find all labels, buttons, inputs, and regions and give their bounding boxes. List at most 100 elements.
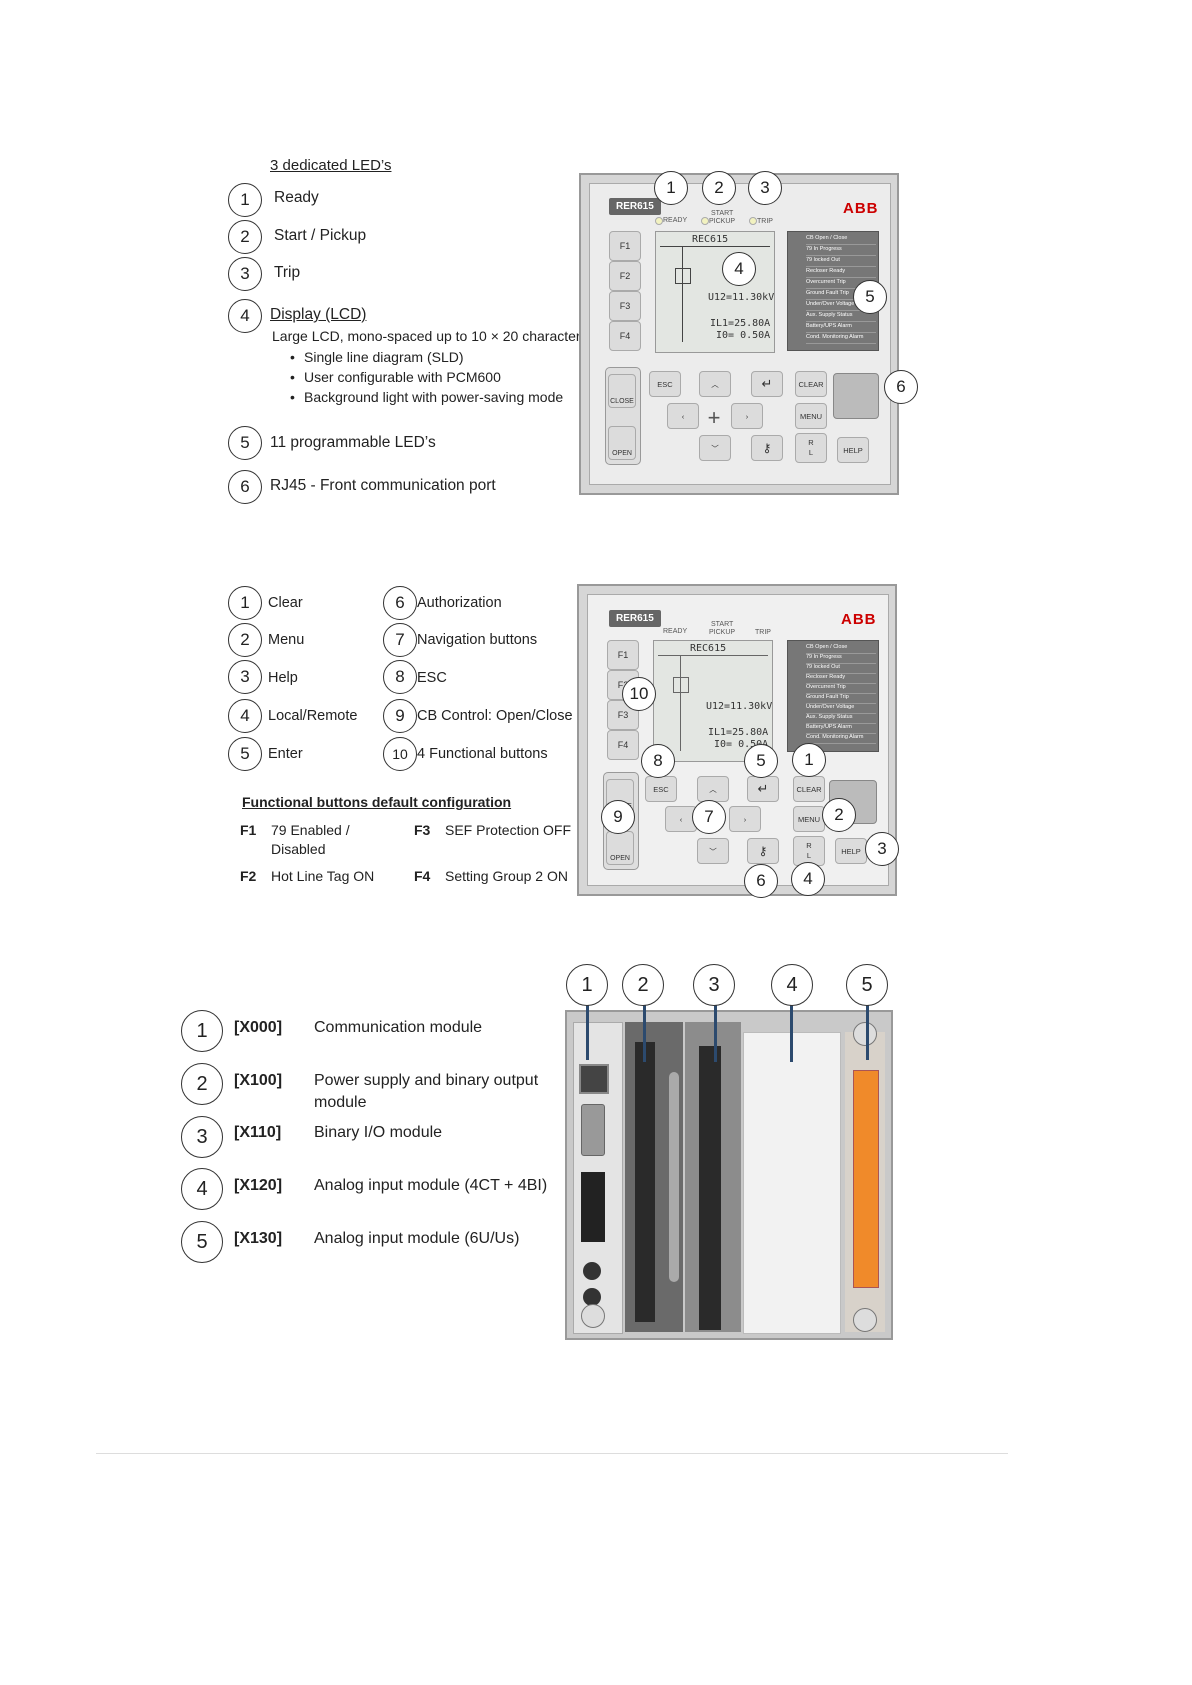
fb-f4-label: Setting Group 2 ON <box>445 868 568 884</box>
bullet: Background light with power-saving mode <box>290 389 563 405</box>
menu-button[interactable]: MENU <box>795 403 827 429</box>
module-label: Communication module <box>314 1019 483 1036</box>
enter-button[interactable]: ↵ <box>747 776 779 802</box>
clear-button[interactable]: CLEAR <box>795 371 827 397</box>
ethernet-port[interactable] <box>579 1064 609 1094</box>
nav-left-button[interactable]: ‹ <box>667 403 699 429</box>
lcd-title: REC615 <box>692 234 729 245</box>
lcd-u12: U12=11.30kV <box>706 701 773 712</box>
close-button[interactable]: CLOSE <box>608 374 636 408</box>
chevron-left-icon: ‹ <box>681 411 685 421</box>
led-label: Aux. Supply Status <box>806 312 876 322</box>
ready-label: READY <box>663 628 688 635</box>
led-label: Overcurrent Trip <box>806 279 876 289</box>
enter-button[interactable]: ↵ <box>751 371 783 397</box>
item-number: 4 <box>181 1168 223 1210</box>
x110-terminals <box>699 1046 721 1330</box>
item-number: 10 <box>383 737 417 771</box>
chevron-down-icon: ﹀ <box>711 443 719 453</box>
lcd-breaker-symbol <box>673 677 689 693</box>
screw <box>581 1304 605 1328</box>
item-label-trip: Trip <box>274 264 301 281</box>
start-led <box>701 217 709 225</box>
nav-right-button[interactable]: › <box>729 806 761 832</box>
item-label-functional-buttons: 4 Functional buttons <box>417 746 548 762</box>
item-number: 3 <box>228 257 262 291</box>
module-handle <box>669 1072 679 1282</box>
led-label: CB Open / Close <box>806 235 876 245</box>
item-number: 8 <box>383 660 417 694</box>
callout: 4 <box>791 862 825 896</box>
item-number: 1 <box>228 183 262 217</box>
callout: 3 <box>865 832 899 866</box>
comm-terminal-block <box>581 1172 605 1242</box>
lcd-il1: IL1=25.80A <box>708 727 769 738</box>
f2-button[interactable]: F2 <box>609 261 641 291</box>
help-button[interactable]: HELP <box>835 838 867 864</box>
item-number: 7 <box>383 623 417 657</box>
open-button[interactable]: OPEN <box>606 831 634 865</box>
f4-button[interactable]: F4 <box>609 321 641 351</box>
clear-button[interactable]: CLEAR <box>793 776 825 802</box>
l-label: L <box>808 448 814 457</box>
item-label-clear: Clear <box>268 595 303 611</box>
fb-f2-label: Hot Line Tag ON <box>271 868 375 884</box>
item-number: 5 <box>228 426 262 460</box>
open-button[interactable]: OPEN <box>608 426 636 460</box>
item-number: 9 <box>383 699 417 733</box>
esc-button[interactable]: ESC <box>645 776 677 802</box>
lcd-title: REC615 <box>690 643 727 654</box>
r-label: R <box>806 841 812 850</box>
nav-down-button[interactable]: ﹀ <box>697 838 729 864</box>
callout: 2 <box>622 964 664 1006</box>
rj45-port[interactable] <box>833 373 879 419</box>
start-label: START <box>711 210 734 217</box>
lcd-io: I0= 0.50A <box>716 330 771 341</box>
module-label: Binary I/O module <box>314 1124 443 1141</box>
nav-up-button[interactable]: ︿ <box>699 371 731 397</box>
led-label: Under/Over Voltage <box>806 301 876 311</box>
nav-left-button[interactable]: ‹ <box>665 806 697 832</box>
relay-front-panel-2: RER615 ABB READY START PICKUP TRIP F1 F2… <box>577 584 897 896</box>
f1-button[interactable]: F1 <box>607 640 639 670</box>
fiber-port[interactable] <box>583 1262 601 1280</box>
nav-cross-icon: + <box>707 405 721 430</box>
callout-arrow <box>866 1002 869 1060</box>
nav-up-button[interactable]: ︿ <box>697 776 729 802</box>
chevron-down-icon: ﹀ <box>709 846 717 856</box>
f3-button[interactable]: F3 <box>609 291 641 321</box>
led-label: 79 In Progress <box>806 246 876 256</box>
menu-button[interactable]: MENU <box>793 806 825 832</box>
cb-control[interactable]: CLOSE OPEN <box>605 367 641 465</box>
serial-port[interactable] <box>581 1104 605 1156</box>
fiber-port[interactable] <box>583 1288 601 1306</box>
callout: 10 <box>622 677 656 711</box>
lcd-display: REC615 U12=11.30kV IL1=25.80A I0= 0.50A <box>653 640 773 762</box>
callout: 4 <box>771 964 813 1006</box>
item-number: 6 <box>383 586 417 620</box>
esc-button[interactable]: ESC <box>649 371 681 397</box>
module-label: Analog input module (6U/Us) <box>314 1230 520 1247</box>
x100-terminals <box>635 1042 655 1322</box>
help-button[interactable]: HELP <box>837 437 869 463</box>
callout: 2 <box>822 798 856 832</box>
authorization-button[interactable]: ⚷ <box>751 435 783 461</box>
key-icon: ⚷ <box>762 441 772 455</box>
led-label: Ground Fault Trip <box>806 290 876 300</box>
analog-input-module-4ct <box>743 1032 841 1334</box>
item-number: 5 <box>181 1221 223 1263</box>
f4-button[interactable]: F4 <box>607 730 639 760</box>
item-number: 4 <box>228 299 262 333</box>
f1-button[interactable]: F1 <box>609 231 641 261</box>
nav-right-button[interactable]: › <box>731 403 763 429</box>
fb-f1-label2: Disabled <box>271 841 326 857</box>
nav-down-button[interactable]: ﹀ <box>699 435 731 461</box>
led-label: Recloser Ready <box>806 674 876 684</box>
module-code: [X120] <box>234 1177 283 1194</box>
start-label: START <box>711 621 734 628</box>
authorization-button[interactable]: ⚷ <box>747 838 779 864</box>
callout: 8 <box>641 744 675 778</box>
item-label-navigation: Navigation buttons <box>417 632 538 648</box>
